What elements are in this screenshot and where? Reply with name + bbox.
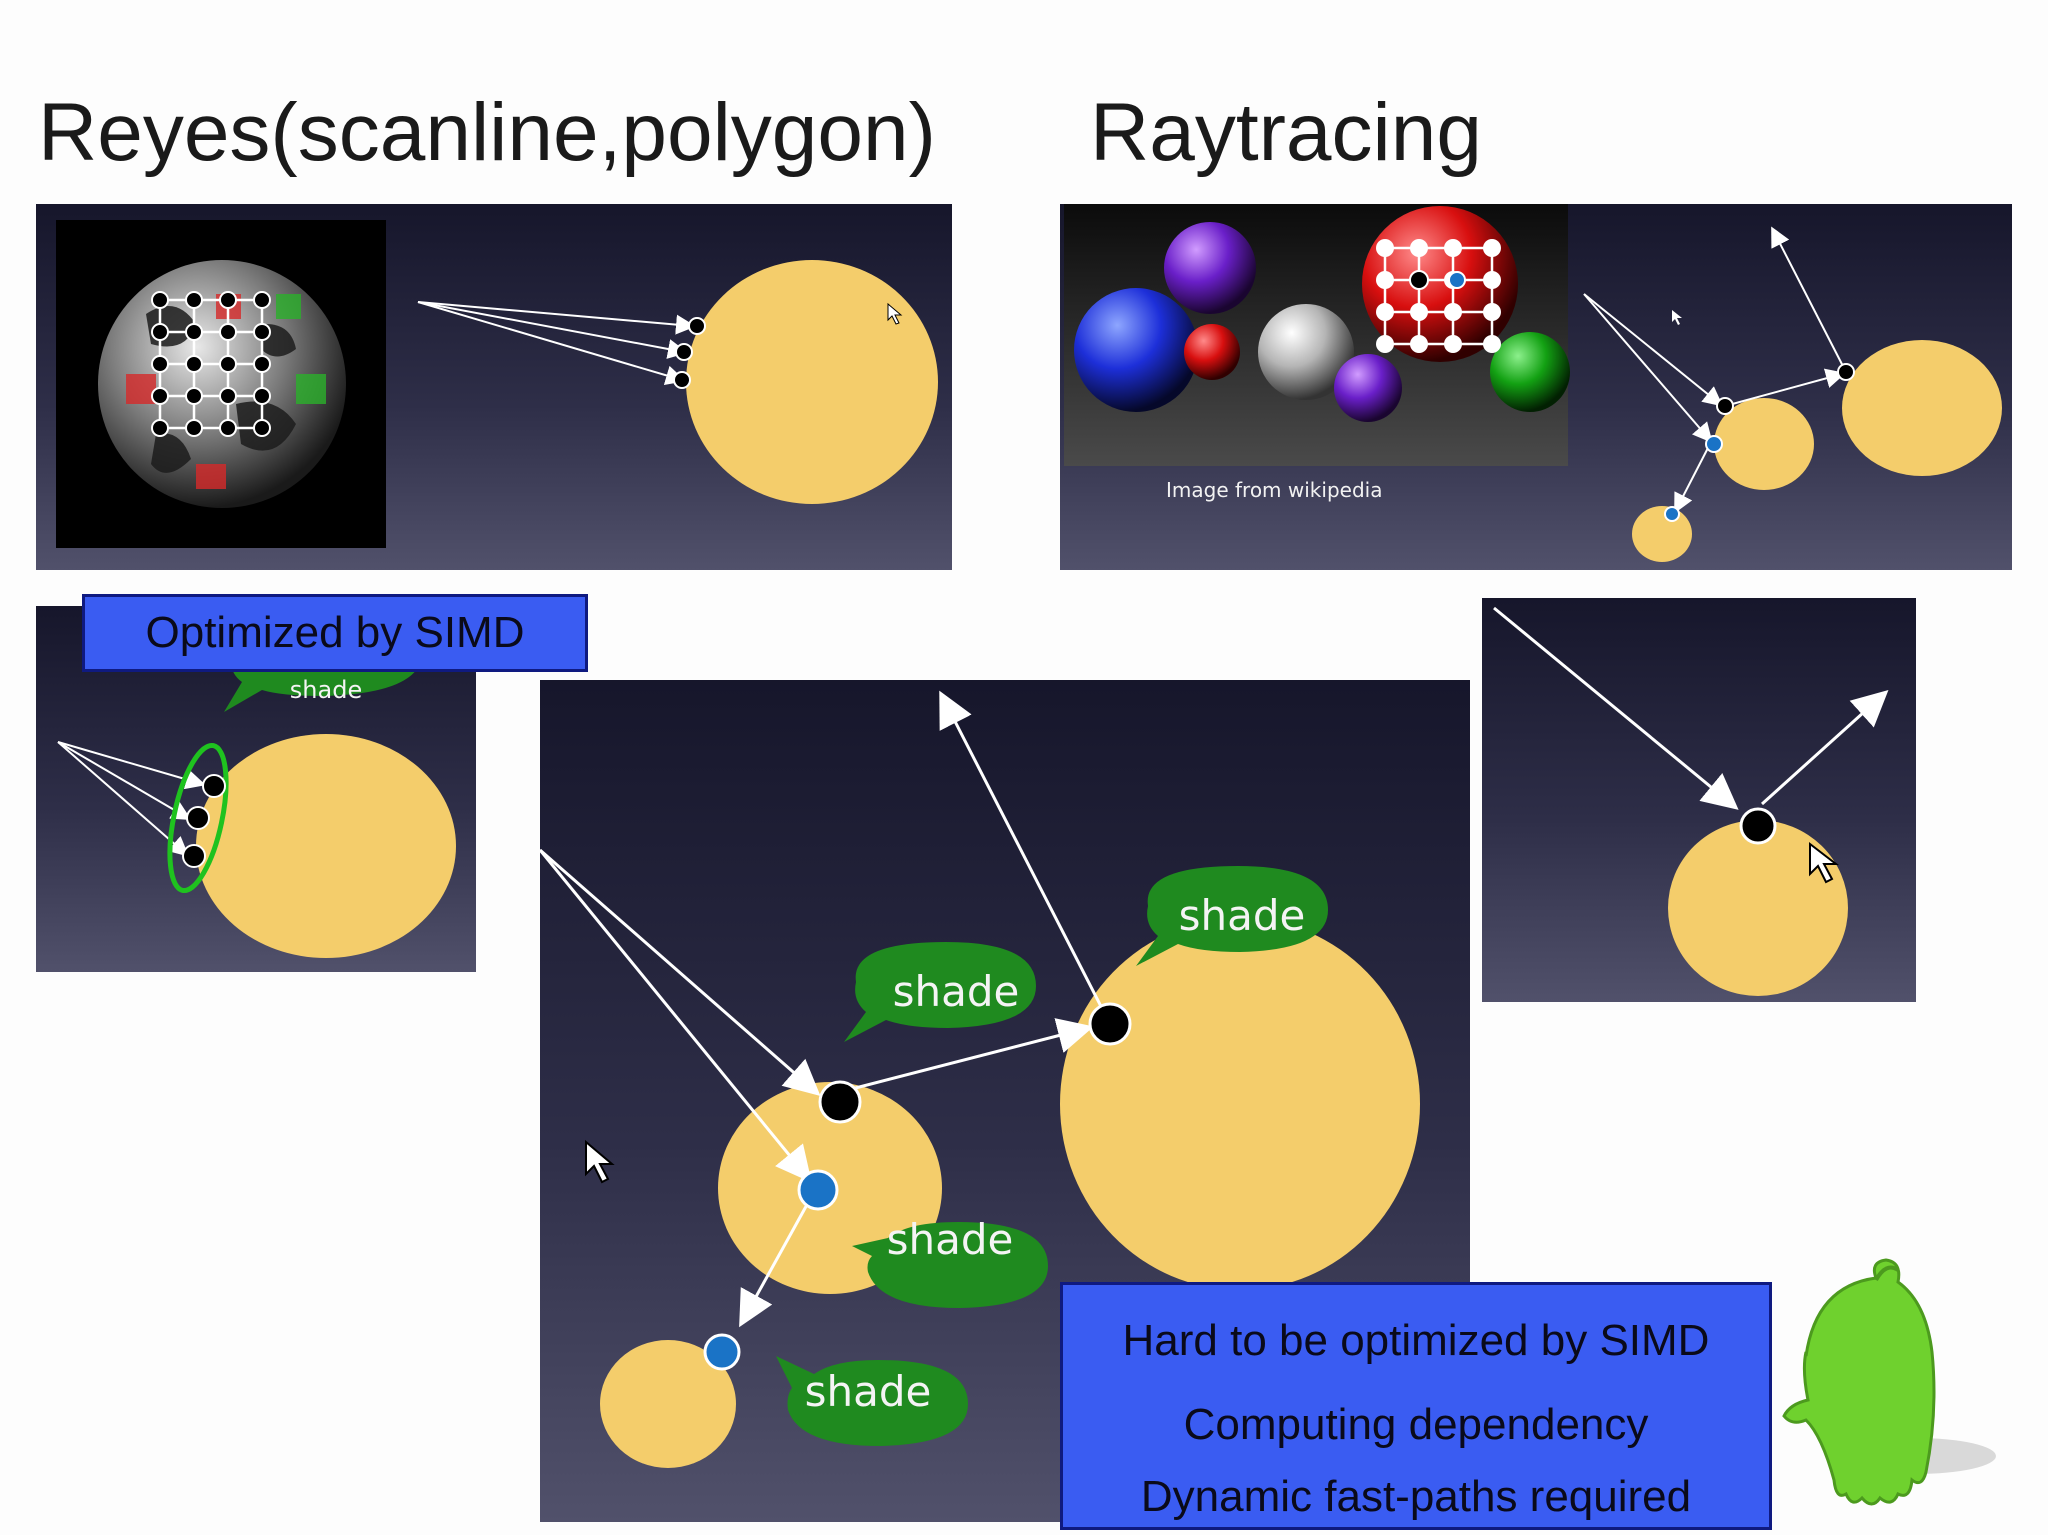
raytracing-panel: Image from wikipedia [1060, 204, 2012, 570]
simd-sphere [196, 734, 456, 958]
secondary-hit-point [703, 1333, 741, 1371]
reflection-panel [1482, 598, 1916, 1002]
large-sphere [1060, 918, 1420, 1290]
shade-bubble [852, 1222, 1048, 1308]
simd-label: Optimized by SIMD [145, 608, 525, 657]
hit-point [818, 1080, 862, 1124]
mouse-cursor-icon [1809, 841, 1839, 884]
shade-bubble-text: shade [290, 676, 362, 704]
shade-bubble-text: shade [893, 967, 1020, 1016]
hit-point [1739, 807, 1777, 845]
raytracing-diagram [1064, 204, 2002, 562]
reflection-sphere [1668, 820, 1848, 996]
reflection-diagram [1493, 606, 1889, 996]
shade-bubble-text: shade [1179, 891, 1306, 940]
hit-point [688, 317, 706, 335]
simd-notes-box: Hard to be optimized by SIMD Computing d… [1060, 1282, 1772, 1530]
mouse-cursor-icon [585, 1139, 615, 1184]
large-sphere [1842, 340, 2002, 476]
shade-bubble [1136, 866, 1328, 966]
wikipedia-caption: Image from wikipedia [1166, 478, 1383, 502]
shade-bubble-text: shade [887, 1215, 1014, 1264]
secondary-hit-point [797, 1169, 839, 1211]
simd-group-highlight [167, 742, 229, 894]
raytracing-detail-diagram: shade shade shade shade [540, 690, 1420, 1468]
note-fast-paths: Dynamic fast-paths required [1140, 1472, 1692, 1521]
small-sphere [1632, 506, 1692, 562]
reyes-panel [36, 204, 952, 570]
title-raytracing: Raytracing [1090, 87, 1482, 178]
reyes-sphere [686, 260, 938, 504]
mouse-cursor-icon [887, 302, 903, 325]
note-hard-to-optimize: Hard to be optimized by SIMD [1122, 1316, 1710, 1365]
hit-point [673, 371, 691, 389]
reyes-diagram [56, 220, 938, 548]
simd-label-box: Optimized by SIMD [82, 594, 588, 672]
title-reyes: Reyes(scanline,polygon) [38, 87, 936, 178]
mouse-cursor-icon [1672, 310, 1682, 325]
shade-bubble [776, 1356, 968, 1446]
hit-point [675, 343, 693, 361]
medium-sphere [1714, 398, 1814, 490]
shade-bubble-text: shade [805, 1367, 932, 1416]
mascot-icon [1782, 1258, 1996, 1506]
note-computing-dependency: Computing dependency [1183, 1400, 1649, 1449]
shade-bubble [844, 942, 1036, 1042]
small-sphere [600, 1340, 736, 1468]
hit-point [1088, 1002, 1132, 1046]
